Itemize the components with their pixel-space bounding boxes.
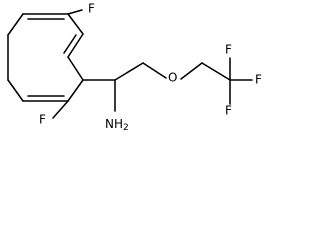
cf3-fluorine-top-label: F <box>225 43 232 57</box>
cf3-fluorine-right-label: F <box>255 73 262 87</box>
ring-bond-bottom-right <box>67 79 84 102</box>
bond-chain-up <box>114 62 144 81</box>
bond-to-top-fluorine <box>67 9 83 15</box>
bond-to-bottom-fluorine <box>52 100 69 119</box>
ring-bond-top-right <box>67 13 84 35</box>
molecule-svg: F F NH2 O F F F <box>7 2 262 133</box>
top-fluorine-label: F <box>88 2 95 16</box>
amine-main-label: NH <box>105 117 123 131</box>
bond-to-ether-oxygen <box>142 62 167 79</box>
bottom-fluorine-label: F <box>39 113 46 127</box>
amine-subscript-label: 2 <box>123 123 129 133</box>
bond-to-cf3 <box>201 62 231 81</box>
cf3-fluorine-middle-label: F <box>225 104 232 118</box>
ring-bond-left-upper <box>7 13 24 36</box>
ring-bond-right-upper <box>67 33 84 58</box>
ether-oxygen-label: O <box>168 71 177 85</box>
amine-label: NH2 <box>105 117 129 133</box>
ring-bond-left-lower <box>7 79 24 102</box>
ring-bond-right-lower <box>67 56 84 81</box>
ring-bond-inner-right <box>63 34 77 54</box>
bond-oxygen-to-carbon <box>180 62 203 80</box>
chemical-structure-diagram: F F NH2 O F F F <box>7 1 262 133</box>
